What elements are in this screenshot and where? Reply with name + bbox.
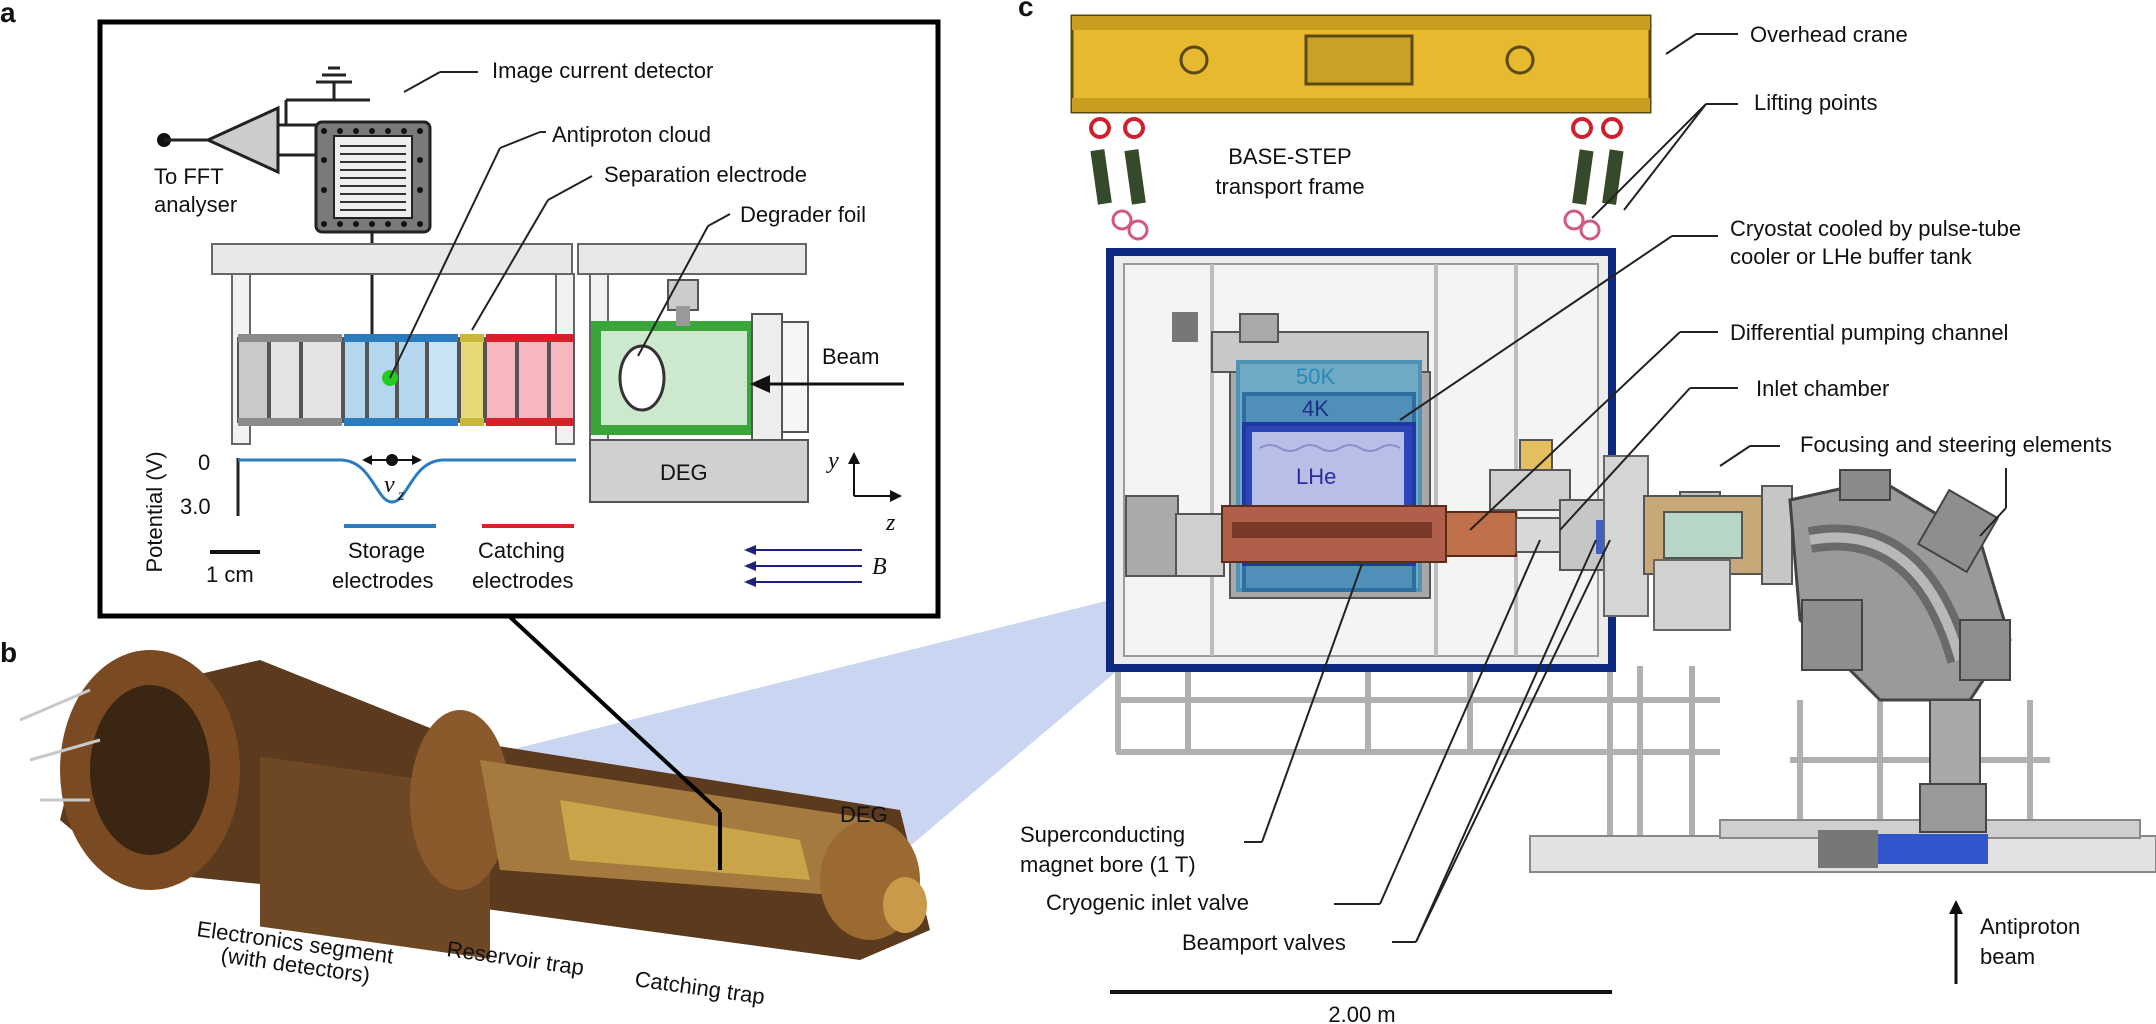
scale-label-1cm: 1 cm	[206, 562, 254, 587]
degrader-foil-window	[618, 344, 666, 412]
catching-electrode	[517, 337, 549, 423]
lifting-points-label: Lifting points	[1754, 90, 1878, 115]
storage-label-2: electrodes	[332, 568, 434, 593]
coil-icon	[340, 145, 406, 211]
image-current-detector-label: Image current detector	[492, 58, 713, 83]
beam-label: Beam	[822, 344, 879, 369]
antiproton-beam-label-1: Antiproton	[1980, 914, 2080, 939]
catching-label-2: electrodes	[472, 568, 574, 593]
deg-label: DEG	[660, 460, 708, 485]
amplifier-icon	[204, 105, 280, 175]
antiproton-beam-label-2: beam	[1980, 944, 2035, 969]
degrader-foil-label: Degrader foil	[740, 202, 866, 227]
photo-label-deg: DEG	[840, 802, 888, 827]
potential-tick-3: 3.0	[180, 494, 211, 519]
scale-label-2m: 2.00 m	[1328, 1002, 1395, 1024]
trap-rail-right	[577, 243, 807, 275]
electrode-grey	[237, 337, 269, 423]
magnet-label-1: Superconducting	[1020, 822, 1185, 847]
inlet-chamber-body	[1489, 469, 1571, 511]
catching-electrode	[485, 337, 517, 423]
inset-connector-diag	[508, 615, 722, 814]
electrode-grey	[269, 337, 301, 423]
separation-electrode	[459, 337, 485, 423]
panel-letter-a: a	[0, 0, 16, 28]
lhe-liquid	[1252, 432, 1404, 510]
cryostat-label-1: Cryostat cooled by pulse-tube	[1730, 216, 2021, 241]
magnet-label-2: magnet bore (1 T)	[1020, 852, 1196, 877]
z-axis-label: z	[885, 510, 896, 536]
lifting-points	[1089, 117, 1624, 241]
lhe-label: LHe	[1296, 464, 1336, 489]
storage-label-1: Storage	[348, 538, 425, 563]
electrode-grey	[301, 337, 343, 423]
nu-sub-label: z	[397, 487, 405, 504]
cryo-valve-label: Cryogenic inlet valve	[1046, 890, 1249, 915]
trap-photo	[19, 598, 1118, 960]
antiproton-cloud-label: Antiproton cloud	[552, 122, 711, 147]
nu-label: ν	[384, 472, 395, 498]
fft-label-1: To FFT	[154, 164, 224, 189]
panel-letter-b: b	[0, 637, 17, 668]
detector-circuit	[157, 66, 432, 340]
trap-rail-left	[211, 243, 573, 275]
frame-label-2: transport frame	[1215, 174, 1364, 199]
electrode-stack	[237, 334, 575, 426]
cryostat-label-2: cooler or LHe buffer tank	[1730, 244, 1973, 269]
y-axis-label: y	[826, 448, 839, 474]
b-field-arrows	[752, 549, 862, 583]
fft-label-2: analyser	[154, 192, 237, 217]
deg-block	[589, 439, 809, 503]
catching-electrode	[549, 337, 575, 423]
shield-4k-label: 4K	[1302, 396, 1329, 421]
photo-label-catching: Catching trap	[633, 966, 766, 1009]
panel-letter-c: c	[1018, 0, 1034, 22]
frame-label-1: BASE-STEP	[1228, 144, 1351, 169]
potential-tick-0: 0	[198, 450, 210, 475]
potential-well-curve	[238, 458, 576, 504]
b-field-label: B	[872, 554, 887, 580]
photo-label-reservoir: Reservoir trap	[445, 936, 585, 980]
catching-label-1: Catching	[478, 538, 565, 563]
inlet-chamber-label: Inlet chamber	[1756, 376, 1889, 401]
diff-pumping-label: Differential pumping channel	[1730, 320, 2008, 345]
storage-electrode	[343, 337, 367, 423]
shield-50k-label: 50K	[1296, 364, 1335, 389]
separation-electrode-label: Separation electrode	[604, 162, 807, 187]
potential-axis-label: Potential (V)	[142, 451, 167, 572]
storage-electrode	[427, 337, 459, 423]
beamport-label: Beamport valves	[1182, 930, 1346, 955]
overhead-crane-label: Overhead crane	[1750, 22, 1908, 47]
left-end-flange	[1125, 495, 1179, 577]
focusing-label: Focusing and steering elements	[1800, 432, 2112, 457]
catching-trap-cylinder	[560, 800, 810, 880]
